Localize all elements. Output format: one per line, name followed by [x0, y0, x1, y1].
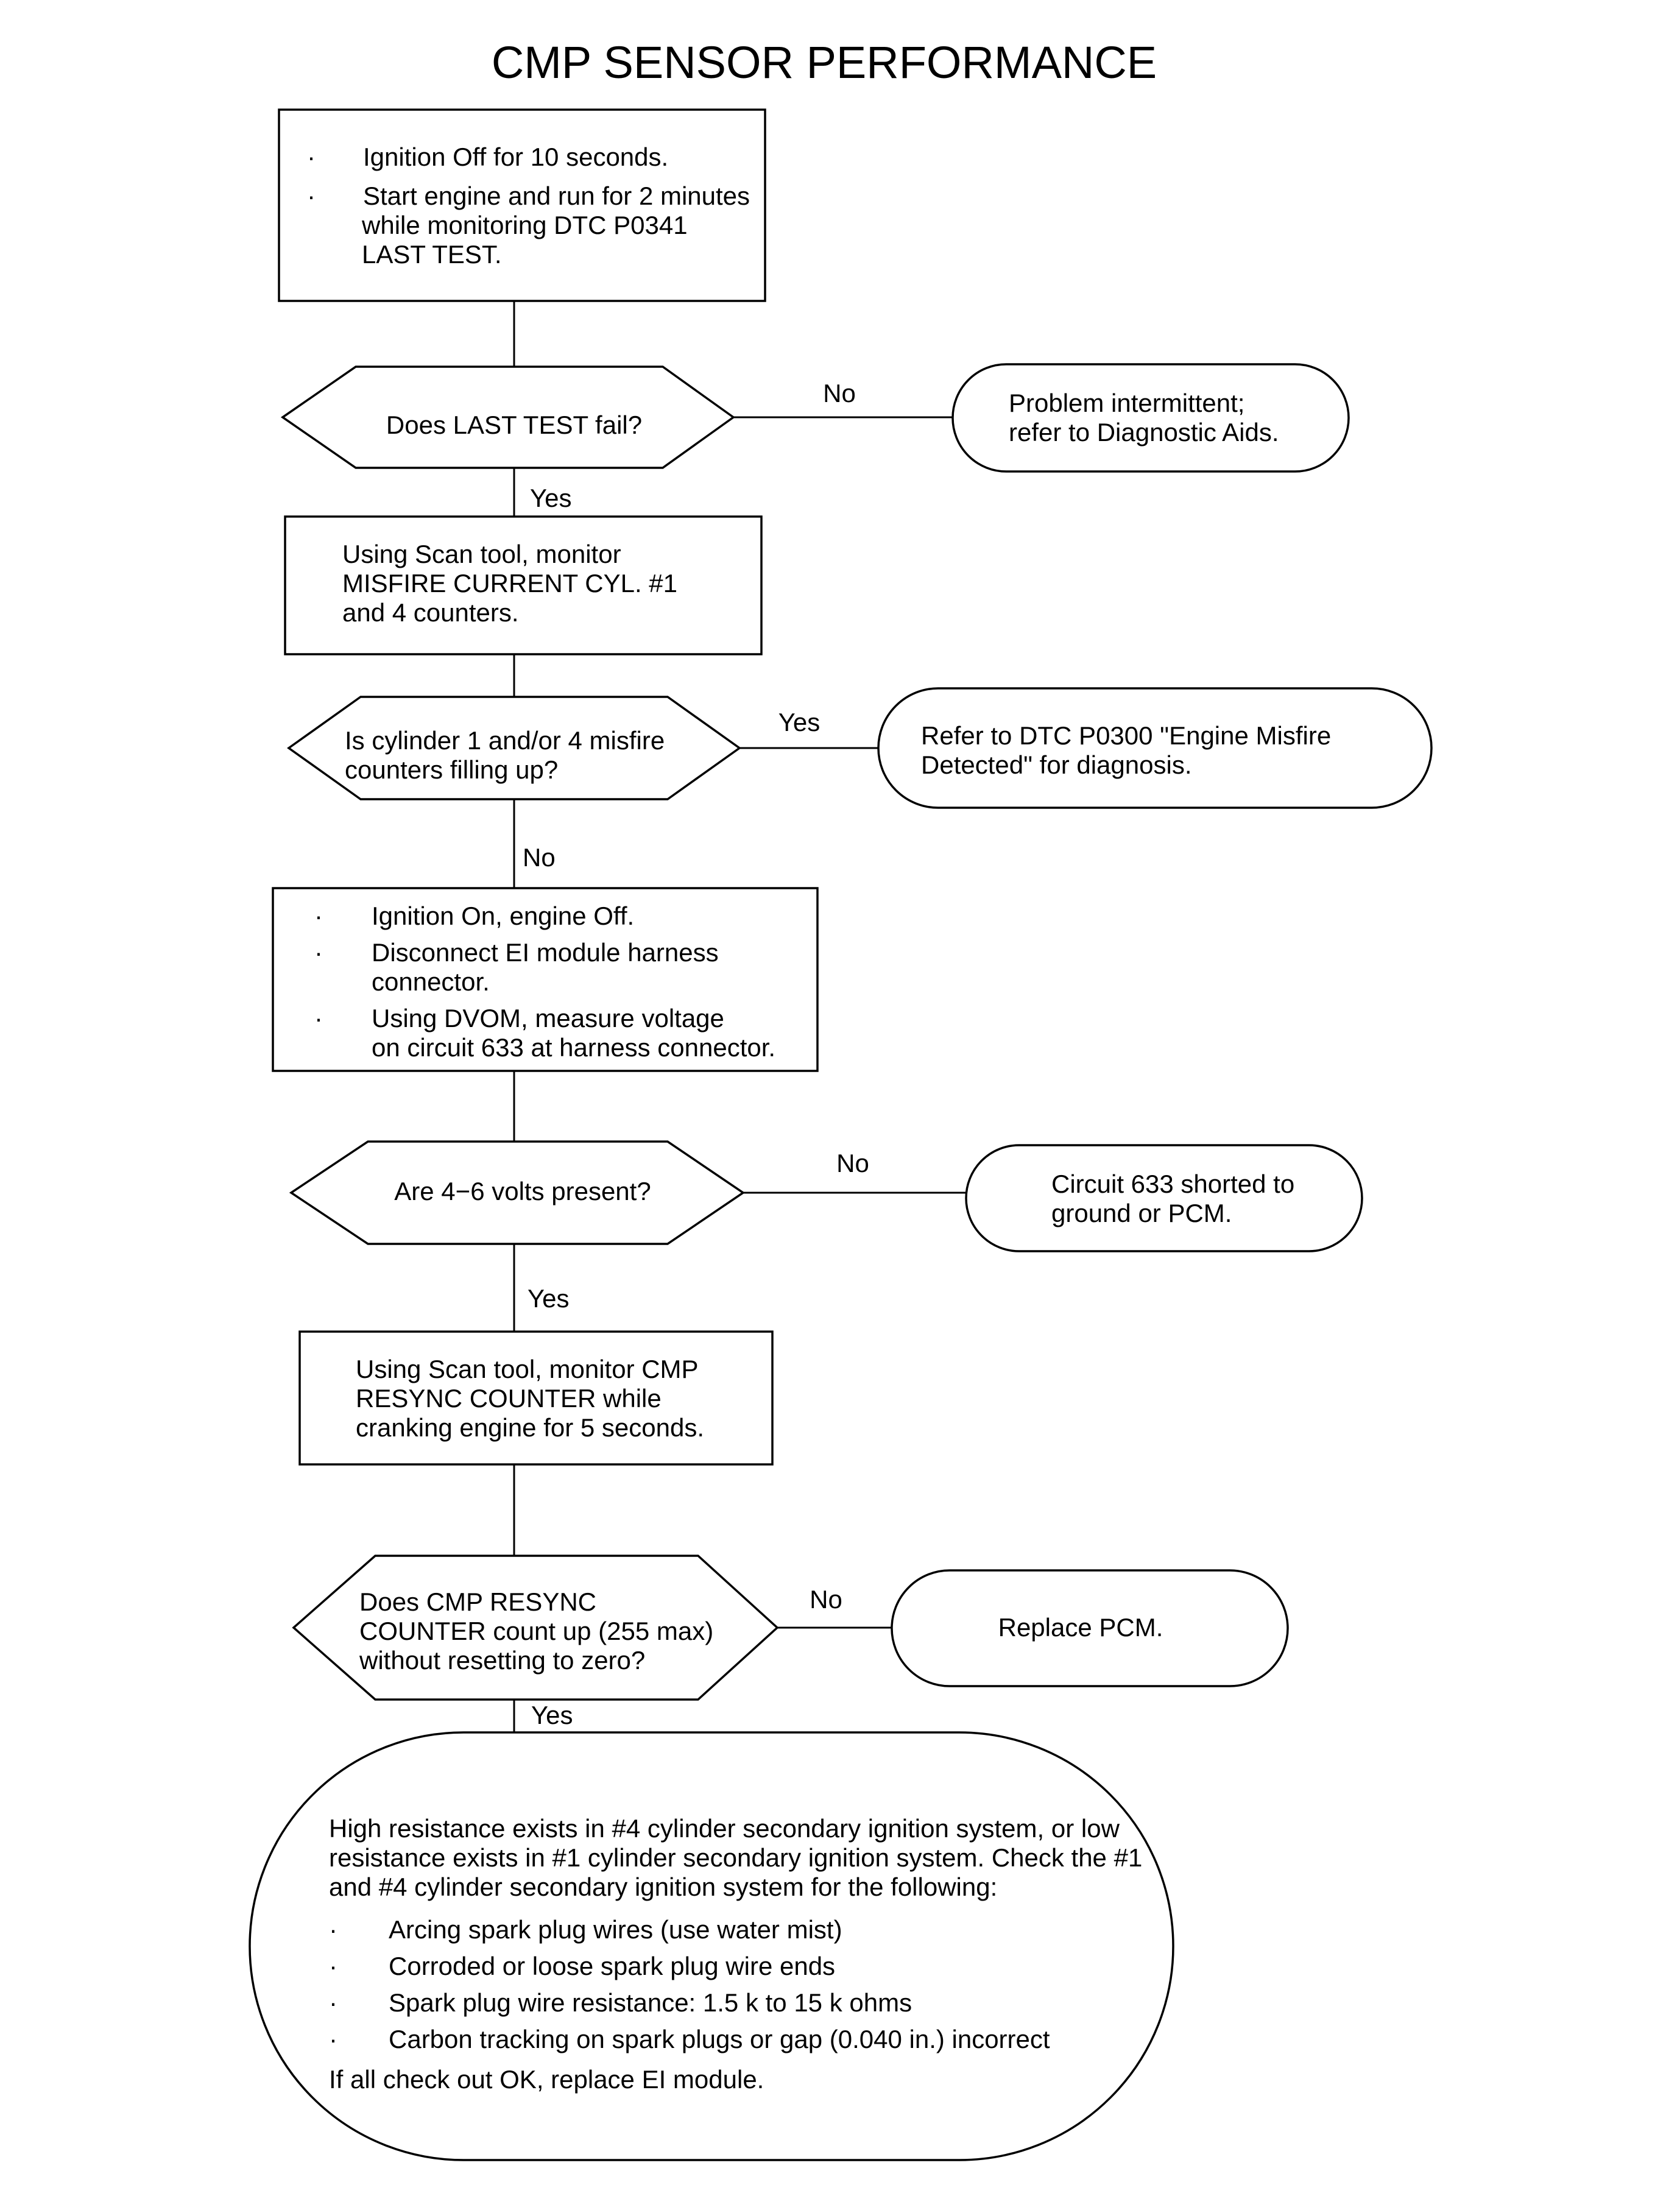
q4-line-1: Does CMP RESYNC — [359, 1587, 596, 1616]
final-outro: If all check out OK, replace EI module. — [329, 2065, 764, 2094]
t3-line-1: Circuit 633 shorted to — [1051, 1170, 1294, 1198]
q4-line-2: COUNTER count up (255 max) — [359, 1617, 713, 1645]
step2-line-3: and 4 counters. — [342, 598, 519, 627]
final-intro-line-2: resistance exists in #1 cylinder seconda… — [329, 1843, 1142, 1872]
step4-line-3: cranking engine for 5 seconds. — [356, 1413, 704, 1442]
t2-line-2: Detected" for diagnosis. — [921, 750, 1192, 779]
step2-line-1: Using Scan tool, monitor — [342, 540, 621, 568]
process-box-step4: Using Scan tool, monitor CMP RESYNC COUN… — [298, 1330, 774, 1466]
terminal-t4: Replace PCM. — [891, 1569, 1289, 1687]
step4-line-1: Using Scan tool, monitor CMP — [356, 1355, 699, 1383]
decision-q1: Does LAST TEST fail? — [280, 365, 736, 469]
step4-line-2: RESYNC COUNTER while — [356, 1384, 662, 1413]
edge-label-q1-yes: Yes — [530, 484, 572, 512]
q2-line-2: counters filling up? — [345, 755, 558, 784]
bullet-mark: · — [329, 1952, 337, 1980]
step2-line-2: MISFIRE CURRENT CYL. #1 — [342, 569, 677, 598]
final-bullet-1: Arcing spark plug wires (use water mist) — [389, 1915, 842, 1944]
step3-item-3-line-2: on circuit 633 at harness connector. — [372, 1033, 775, 1062]
edge-label-q4-no: No — [810, 1585, 842, 1614]
step3-item-1: Ignition On, engine Off. — [372, 902, 634, 930]
terminal-t1: Problem intermittent; refer to Diagnosti… — [951, 363, 1350, 473]
step1-line-3: while monitoring DTC P0341 — [361, 211, 688, 239]
decision-q3: Are 4−6 volts present? — [289, 1140, 746, 1245]
decision-q4: Does CMP RESYNC COUNTER count up (255 ma… — [292, 1555, 779, 1701]
edge-label-q3-no: No — [836, 1149, 869, 1177]
edge-label-q3-yes: Yes — [528, 1284, 570, 1313]
step3-item-2-line-2: connector. — [372, 967, 490, 996]
bullet-mark: · — [329, 2025, 337, 2053]
process-box-step1: · Ignition Off for 10 seconds. · Start e… — [278, 108, 766, 302]
t1-line-1: Problem intermittent; — [1009, 389, 1244, 417]
t1-line-2: refer to Diagnostic Aids. — [1009, 418, 1279, 447]
edge-label-q2-yes: Yes — [778, 708, 821, 736]
bullet-mark: · — [314, 938, 323, 967]
t3-line-2: ground or PCM. — [1051, 1199, 1232, 1227]
final-bullet-3: Spark plug wire resistance: 1.5 k to 15 … — [389, 1988, 912, 2017]
q3-text: Are 4−6 volts present? — [394, 1177, 651, 1206]
edge-label-q2-no: No — [523, 843, 556, 872]
final-intro-line-1: High resistance exists in #4 cylinder se… — [329, 1814, 1120, 1843]
step1-bullet-2: Start engine and run for 2 minutes — [363, 182, 750, 210]
t2-line-1: Refer to DTC P0300 "Engine Misfire — [921, 721, 1331, 750]
decision-q2: Is cylinder 1 and/or 4 misfire counters … — [286, 696, 742, 800]
chart-title: CMP SENSOR PERFORMANCE — [492, 37, 1157, 88]
step3-item-2-line-1: Disconnect EI module harness — [372, 938, 719, 967]
final-bullet-4: Carbon tracking on spark plugs or gap (0… — [389, 2025, 1050, 2053]
terminal-final: High resistance exists in #4 cylinder se… — [249, 1731, 1174, 2161]
process-box-step3: · Ignition On, engine Off. · Disconnect … — [272, 887, 819, 1072]
bullet-mark: · — [307, 143, 316, 171]
bullet-mark: · — [314, 902, 323, 930]
step3-item-3-line-1: Using DVOM, measure voltage — [372, 1004, 724, 1033]
edge-label-q4-yes: Yes — [531, 1701, 573, 1729]
bullet-mark: · — [329, 1915, 337, 1944]
q2-line-1: Is cylinder 1 and/or 4 misfire — [345, 726, 665, 755]
final-intro-line-3: and #4 cylinder secondary ignition syste… — [329, 1873, 997, 1901]
connectors — [513, 301, 966, 1732]
final-bullet-2: Corroded or loose spark plug wire ends — [389, 1952, 835, 1980]
terminal-t3: Circuit 633 shorted to ground or PCM. — [965, 1144, 1363, 1252]
terminal-t2: Refer to DTC P0300 "Engine Misfire Detec… — [877, 687, 1433, 809]
t4-text: Replace PCM. — [998, 1613, 1163, 1642]
step1-line-4: LAST TEST. — [362, 240, 502, 269]
q1-text: Does LAST TEST fail? — [386, 411, 642, 439]
bullet-mark: · — [329, 1988, 337, 2017]
edge-label-q1-no: No — [823, 379, 856, 408]
q4-line-3: without resetting to zero? — [359, 1646, 645, 1675]
bullet-mark: · — [307, 182, 316, 210]
process-box-step2: Using Scan tool, monitor MISFIRE CURRENT… — [284, 515, 763, 655]
bullet-mark: · — [314, 1004, 323, 1033]
step1-bullet-1: Ignition Off for 10 seconds. — [363, 143, 668, 171]
